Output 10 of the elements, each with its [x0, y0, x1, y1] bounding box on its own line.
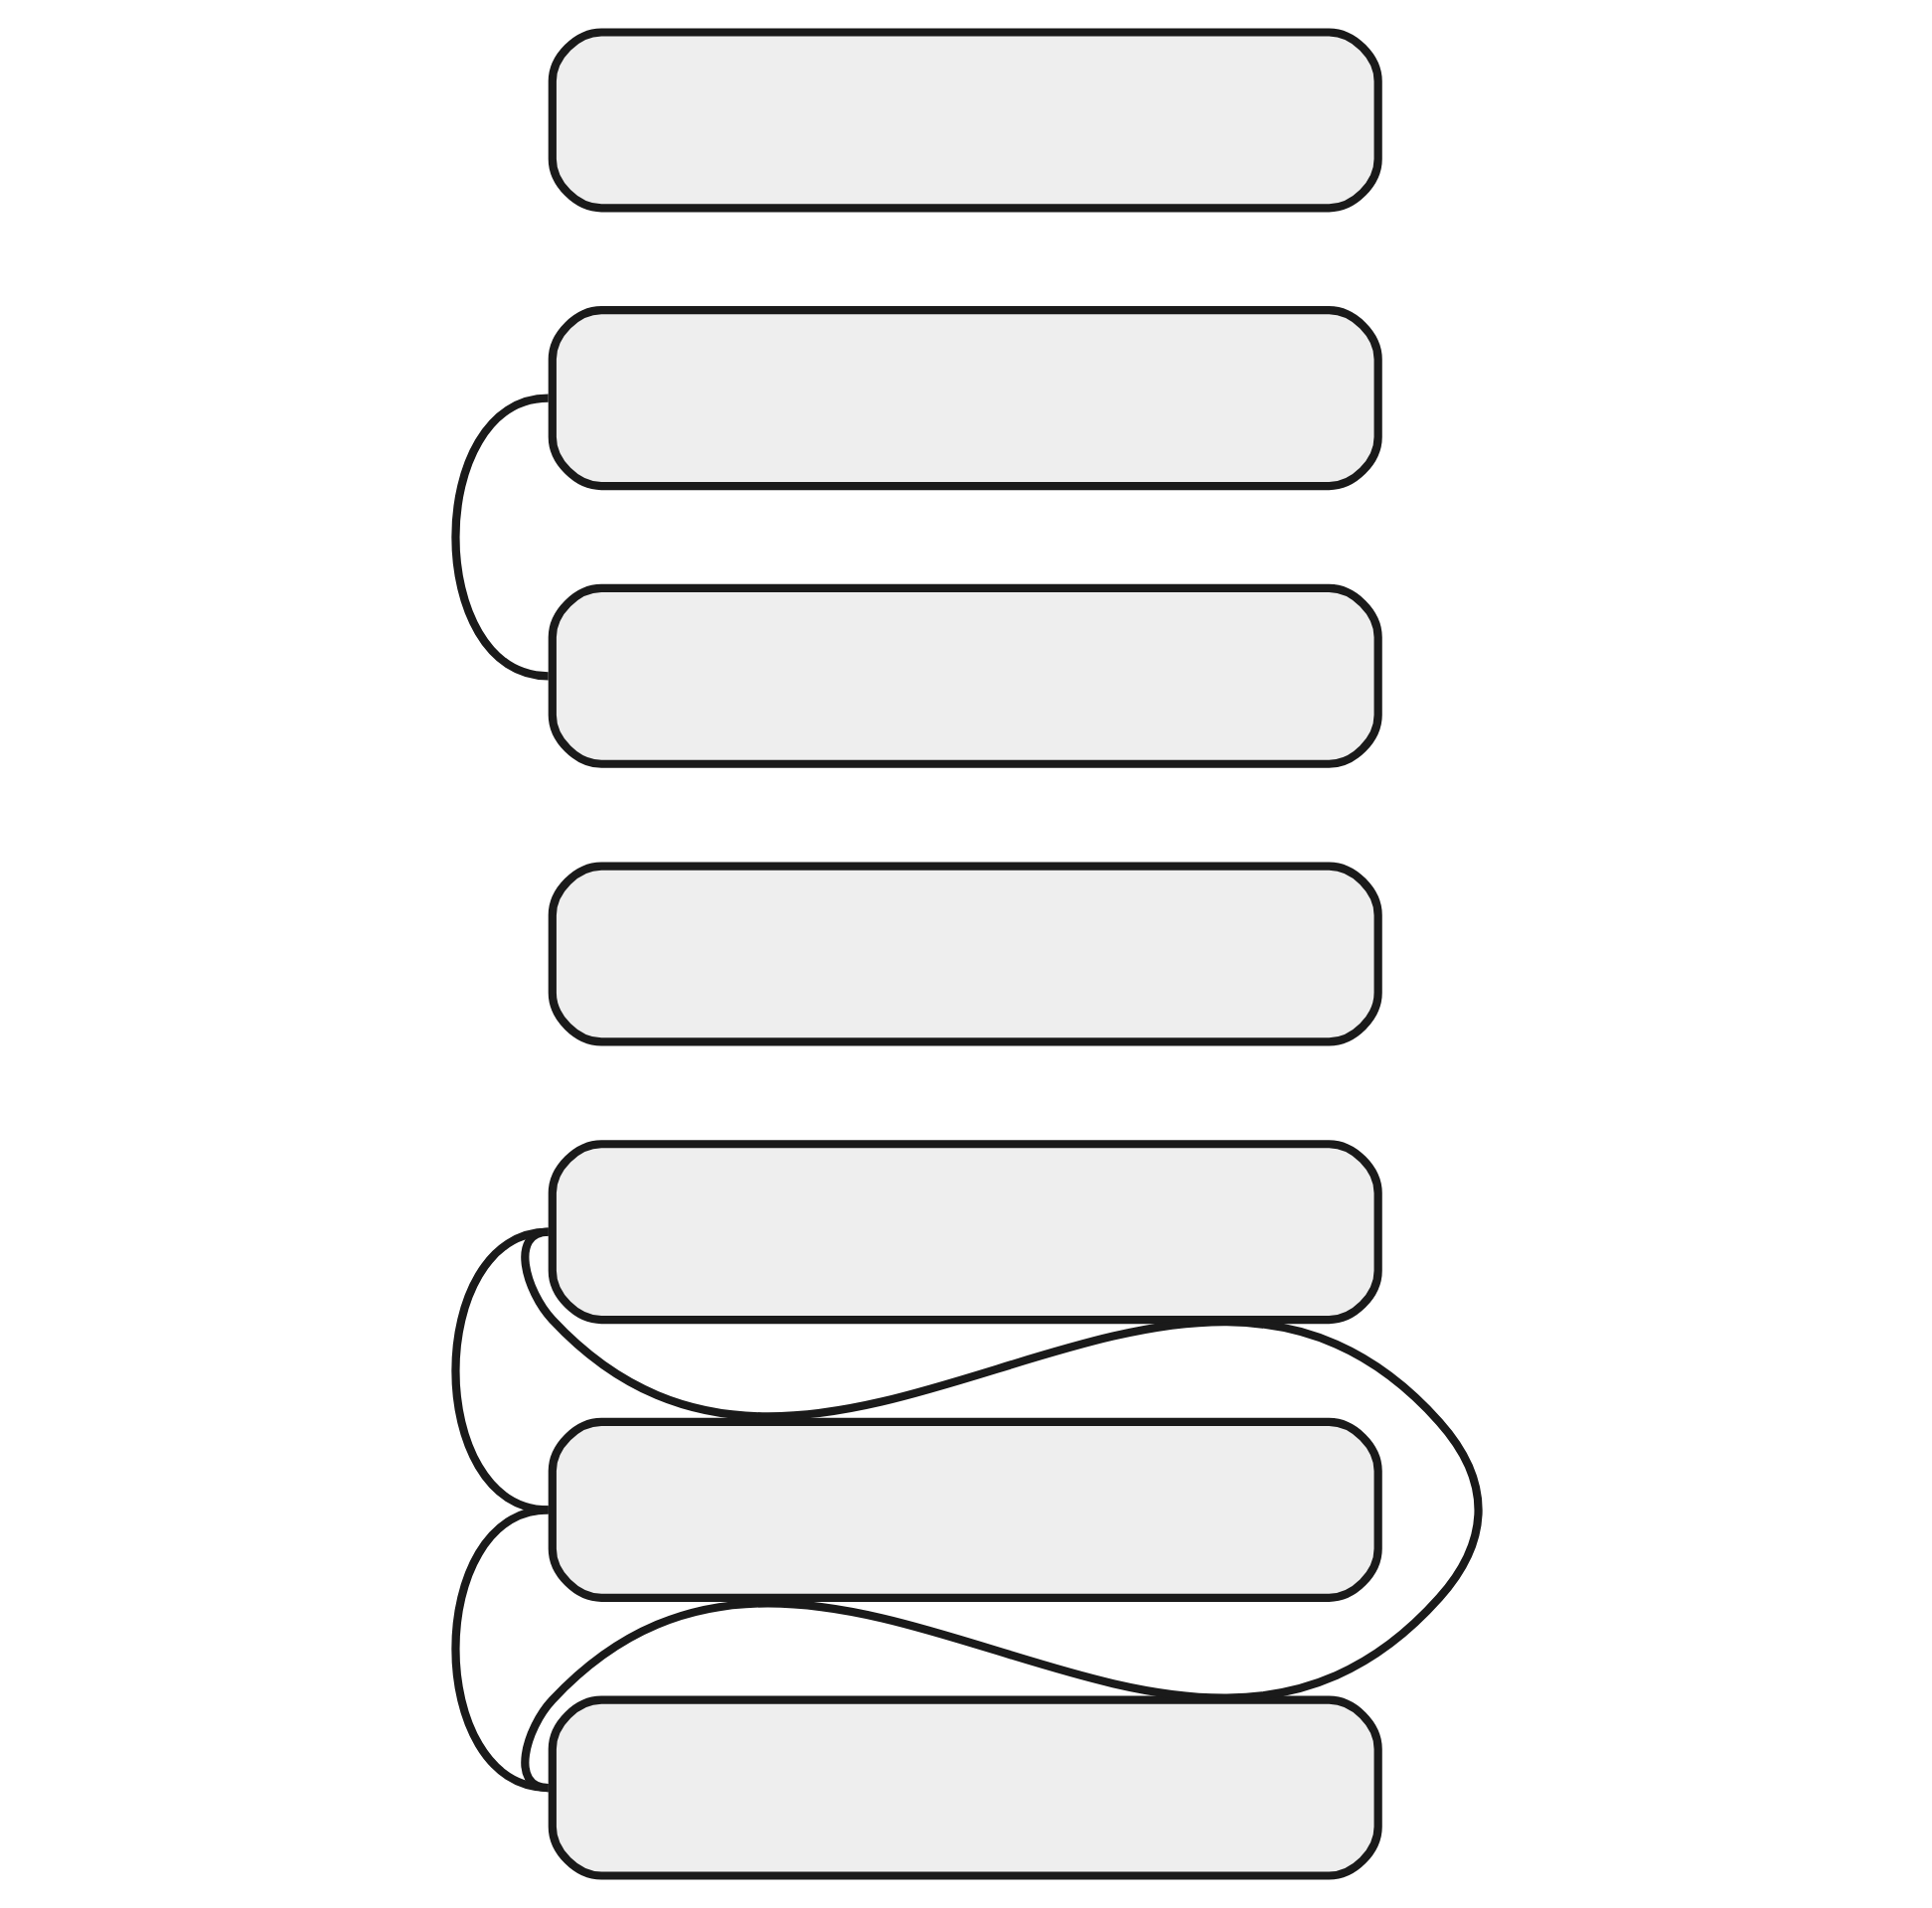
node-box	[547, 1417, 1381, 1602]
connector	[450, 1506, 549, 1793]
node-box	[547, 1695, 1381, 1880]
node-box	[547, 583, 1381, 768]
node-box	[547, 28, 1381, 213]
node-box	[547, 306, 1381, 491]
connector	[450, 394, 549, 681]
connector	[450, 1227, 549, 1514]
node-box	[547, 862, 1381, 1046]
node-box	[547, 1140, 1381, 1325]
